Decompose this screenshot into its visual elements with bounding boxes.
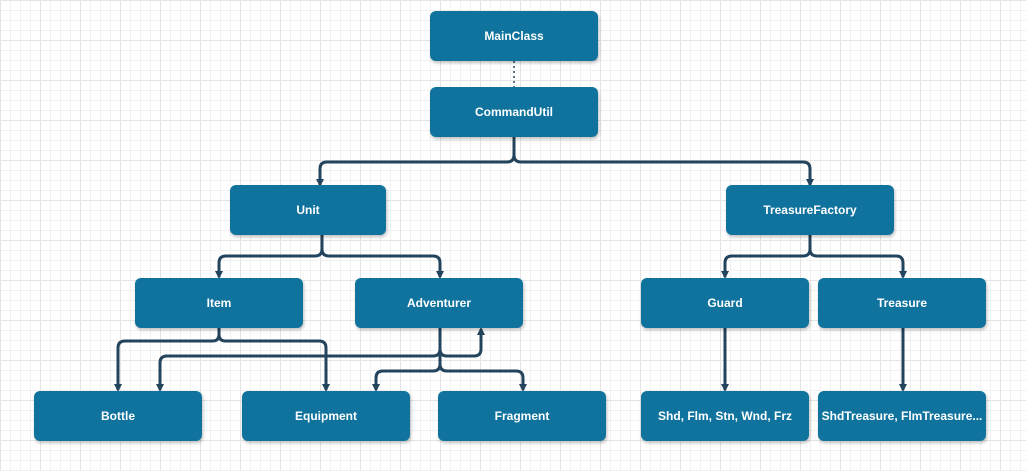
node-label: MainClass bbox=[484, 29, 544, 43]
node-label: Treasure bbox=[876, 296, 928, 310]
node-label: Bottle bbox=[101, 409, 135, 423]
edge-adventurer-to-adventurer bbox=[438, 327, 485, 358]
node-label: Guard bbox=[707, 296, 743, 310]
edge-adventurer-to-bottle bbox=[156, 328, 442, 392]
node-mainclass[interactable]: MainClass bbox=[430, 11, 598, 61]
node-label: TreasureFactory bbox=[763, 203, 857, 217]
node-label: Adventurer bbox=[406, 296, 471, 310]
edge-commandutil-to-treasurefactory bbox=[512, 137, 814, 187]
node-commandutil[interactable]: CommandUtil bbox=[430, 87, 598, 137]
node-fragment[interactable]: Fragment bbox=[438, 391, 606, 441]
edge-unit-to-adventurer bbox=[320, 235, 444, 279]
node-unit[interactable]: Unit bbox=[230, 185, 386, 235]
node-label: CommandUtil bbox=[475, 105, 553, 119]
node-label: ShdTreasure, FlmTreasure... bbox=[821, 409, 983, 423]
node-label: Shd, Flm, Stn, Wnd, Frz bbox=[658, 409, 792, 423]
node-treasure-types[interactable]: ShdTreasure, FlmTreasure... bbox=[818, 391, 986, 441]
edge-item-to-equipment bbox=[217, 328, 330, 392]
edge-commandutil-to-unit bbox=[316, 137, 516, 187]
edge-adventurer-to-fragment bbox=[438, 328, 527, 392]
node-guard[interactable]: Guard bbox=[641, 278, 809, 328]
node-treasurefactory[interactable]: TreasureFactory bbox=[726, 185, 894, 235]
node-bottle[interactable]: Bottle bbox=[34, 391, 202, 441]
node-label: Fragment bbox=[494, 409, 550, 423]
node-label: Item bbox=[206, 296, 232, 310]
node-label: Equipment bbox=[295, 409, 357, 423]
node-guard-types[interactable]: Shd, Flm, Stn, Wnd, Frz bbox=[641, 391, 809, 441]
edge-treasurefactory-to-guard bbox=[721, 235, 812, 279]
edge-item-to-bottle bbox=[114, 328, 221, 392]
edge-treasurefactory-to-treasure bbox=[808, 235, 907, 279]
node-adventurer[interactable]: Adventurer bbox=[355, 278, 523, 328]
edge-adventurer-to-equipment bbox=[372, 328, 442, 392]
node-item[interactable]: Item bbox=[135, 278, 303, 328]
edge-unit-to-item bbox=[215, 235, 324, 279]
node-equipment[interactable]: Equipment bbox=[242, 391, 410, 441]
node-treasure[interactable]: Treasure bbox=[818, 278, 986, 328]
node-label: Unit bbox=[296, 203, 320, 217]
